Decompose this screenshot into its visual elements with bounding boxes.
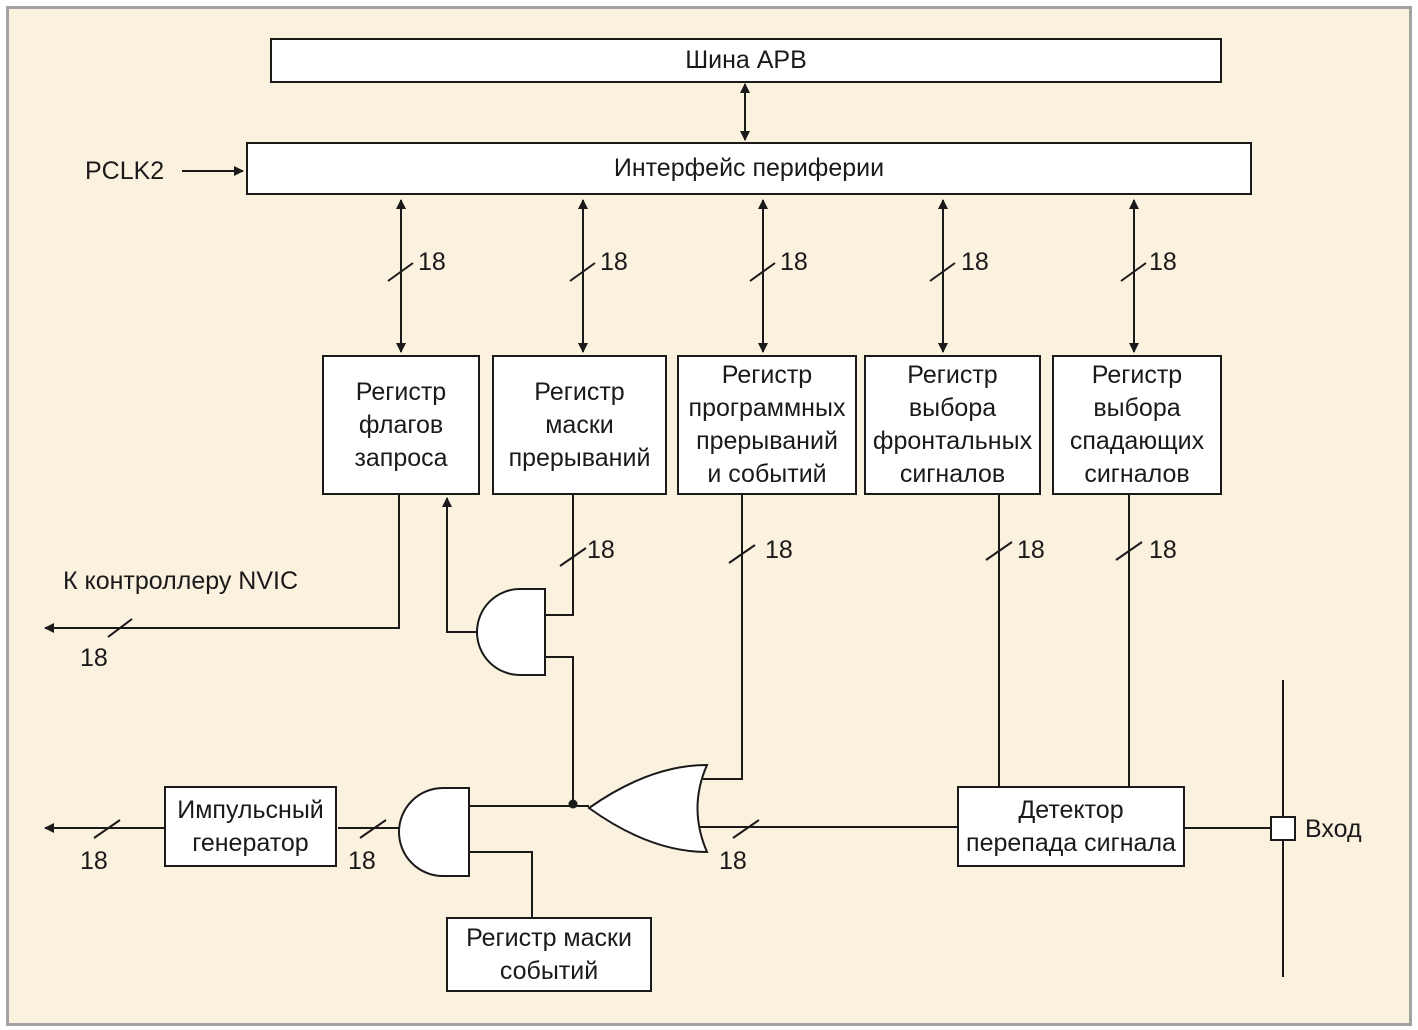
bus-width-label: 18 [1149,248,1177,276]
bus-width-label: 18 [765,536,793,564]
peripheral-interface-label: Интерфейс периферии [613,154,885,182]
detector-out-slash [732,819,760,839]
bus-width-label: 18 [600,248,628,276]
register-label-line: выбора [908,394,997,422]
sw-to-or-line [703,494,743,780]
register-label-line: Регистр [534,377,625,406]
falling-select-register: Регистр выбора спадающих сигналов [1052,355,1222,495]
nvic-output-line [44,494,400,633]
bus-width-label: 18 [348,847,376,875]
register-label-line: и событий [707,460,827,488]
event-mask-to-and-line [469,851,533,918]
and-gate-lower [398,787,470,877]
pulse-generator-label-line: генератор [192,828,309,857]
edge-detector-label-line: перепада сигнала [966,828,1176,857]
peripheral-interface: Интерфейс периферии [246,142,1252,195]
register-label-line: Регистр [721,361,813,389]
rising-bus-slash [929,262,956,282]
bus-width-label: 18 [961,248,989,276]
nvic-bus-slash [107,618,133,638]
sw-bus-slash [749,262,776,282]
bus-width-label: 18 [80,644,108,672]
pclk2-label: PCLK2 [85,157,165,185]
event-mask-register: Регистр маски событий [446,917,652,992]
register-label-line: запроса [354,443,448,472]
flags-bus-slash [387,262,414,282]
pulse-out-slash [93,819,121,839]
register-label-line: прерываний [696,427,838,455]
or-gate [587,763,709,854]
bus-width-label: 18 [1017,536,1045,564]
apb-bus-label: Шина APB [685,46,807,74]
bus-width-label: 18 [719,847,747,875]
rising-out-slash [985,541,1013,561]
register-label-line: программных [688,394,846,422]
register-label-line: Регистр [907,361,998,389]
register-label-line: маски [545,410,614,439]
pulse-in-slash [359,819,387,839]
register-label-line: Регистр [355,377,447,406]
mask-bus-slash [569,262,596,282]
mask-to-and-line [545,494,574,616]
bus-width-label: 18 [1149,536,1177,564]
software-events-register: Регистр программных прерываний и событий [677,355,857,495]
edge-detector-label-line: Детектор [1018,795,1124,824]
pulse-generator-label-line: Импульсный [177,795,324,824]
interrupt-mask-register: Регистр маски прерываний [492,355,667,495]
bus-width-label: 18 [80,847,108,875]
falling-out-slash [1115,541,1143,561]
register-label-line: сигналов [1084,460,1190,488]
register-label-line: Регистр маски [466,923,632,952]
nvic-label: К контроллеру NVIC [63,567,299,595]
register-label-line: событий [499,956,599,985]
junction-dot [568,799,578,809]
or-to-and-line [545,656,574,804]
bus-width-label: 18 [587,536,615,564]
rising-select-register: Регистр выбора фронтальных сигналов [864,355,1041,495]
register-label-line: фронтальных [872,427,1033,455]
register-label-line: выбора [1093,394,1181,422]
register-label-line: Регистр [1091,361,1183,389]
input-label: Вход [1305,815,1362,843]
register-label-line: спадающих [1069,427,1205,455]
register-label-line: флагов [358,410,444,439]
register-label-line: прерываний [508,443,651,472]
sw-out-slash [728,544,756,564]
request-flags-register: Регистр флагов запроса [322,355,480,495]
apb-bus: Шина APB [270,38,1222,83]
bus-width-label: 18 [780,248,808,276]
pulse-generator: Импульсный генератор [164,786,337,867]
input-pin [1270,816,1296,841]
register-label-line: сигналов [899,460,1006,488]
falling-bus-slash [1120,262,1147,282]
and-gate-upper [476,588,546,676]
edge-detector: Детектор перепада сигнала [957,786,1185,867]
bus-width-label: 18 [418,248,446,276]
mask-out-slash [559,547,587,567]
